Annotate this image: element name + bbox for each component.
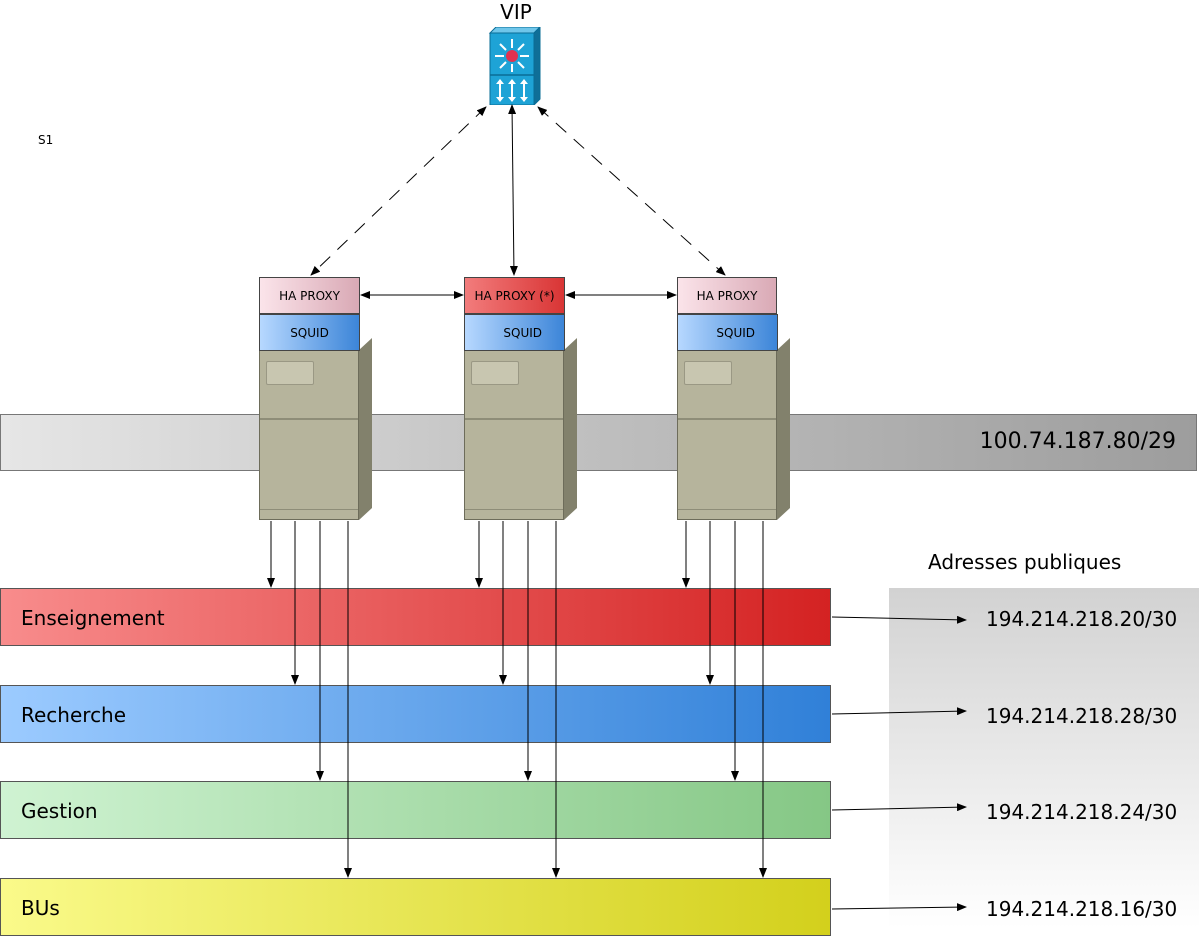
vip-link-3 [537,106,726,276]
public-address-enseignement: 194.214.218.20/30 [986,607,1178,631]
vlan-enseignement: Enseignement [0,588,831,646]
haproxy-box-active: HA PROXY (*) [464,277,565,314]
vlan-label: Gestion [21,799,98,823]
squid-box-1: SQUID [259,314,360,351]
squid-box-2: SQUID [464,314,565,351]
public-address-bus: 194.214.218.16/30 [986,897,1178,921]
vlan-label: BUs [21,896,60,920]
vip-link-1 [310,106,487,276]
server-1 [259,338,372,522]
squid-box-3: SQUID [677,314,778,351]
haproxy-box-3: HA PROXY [677,277,777,314]
server-3 [677,338,790,522]
public-addresses-panel [889,588,1199,928]
haproxy-box-1: HA PROXY [259,277,360,314]
vip-link-2 [508,104,518,276]
server-2 [464,338,577,522]
network-address: 100.74.187.80/29 [979,429,1176,454]
vlan-label: Enseignement [21,606,165,630]
vlan-bus: BUs [0,878,831,936]
public-addresses-title: Adresses publiques [928,550,1122,574]
vlan-gestion: Gestion [0,781,831,839]
vlan-recherche: Recherche [0,685,831,743]
public-address-gestion: 194.214.218.24/30 [986,800,1178,824]
public-address-recherche: 194.214.218.28/30 [986,704,1178,728]
vlan-label: Recherche [21,703,127,727]
vip-label: VIP [500,0,532,24]
dmz-network-bar: 100.74.187.80/29 [0,414,1197,471]
s1-label: S1 [38,133,54,147]
